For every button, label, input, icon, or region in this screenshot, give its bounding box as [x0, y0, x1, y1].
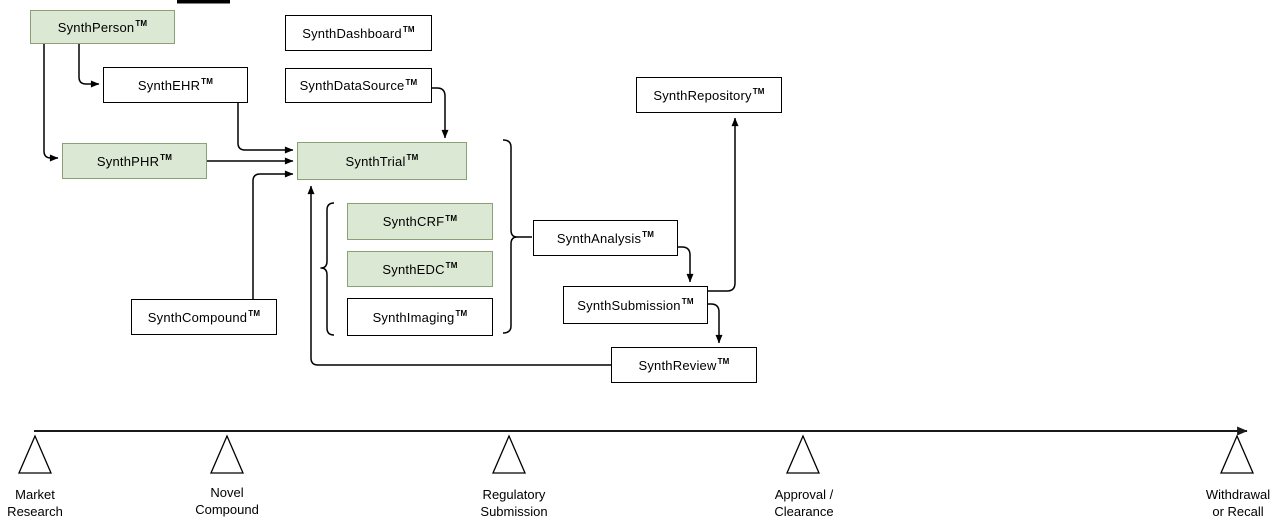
node-synthtrial: SynthTrialTM [297, 142, 467, 180]
milestone-line1: Regulatory [482, 487, 546, 502]
tm-superscript: TM [445, 261, 458, 271]
node-label: SynthEDC [382, 261, 445, 277]
tm-superscript: TM [135, 19, 148, 29]
node-synthehr: SynthEHRTM [103, 67, 248, 103]
timeline-marker-regulatory-submission [492, 434, 526, 474]
tm-superscript: TM [201, 77, 214, 87]
milestone-label-withdrawal-recall: Withdrawal or Recall [1206, 486, 1270, 520]
milestone-line1: Withdrawal [1205, 487, 1271, 502]
edge-synthperson-to-synthehr [78, 44, 100, 88]
milestone-line2: Clearance [774, 504, 834, 519]
node-label: SynthSubmission [577, 297, 681, 313]
node-synthrepository: SynthRepositoryTM [636, 77, 782, 113]
timeline-marker-withdrawal-recall [1220, 434, 1254, 474]
milestone-line2: or Recall [1212, 504, 1264, 519]
milestone-line2: Compound [195, 502, 259, 517]
node-label: SynthAnalysis [556, 230, 642, 246]
timeline [18, 426, 1254, 474]
brace-group-to-synthanalysis [502, 139, 518, 334]
node-synthcompound: SynthCompoundTM [131, 299, 277, 335]
edge-synthsubmission-to-synthreview [708, 303, 723, 344]
brace-group-crf-edc-imaging [320, 202, 335, 336]
timeline-marker-approval-clearance [786, 434, 820, 474]
cropped-shape-top [177, 0, 230, 4]
edge-synthanalysis-to-synthsubmission [678, 246, 694, 283]
tm-superscript: TM [445, 213, 458, 223]
tm-superscript: TM [681, 297, 694, 307]
node-label: SynthDataSource [299, 78, 405, 93]
node-label: SynthDashboard [302, 25, 402, 41]
node-synthdashboard: SynthDashboardTM [285, 15, 432, 51]
node-label: SynthRepository [653, 87, 752, 103]
node-label: SynthTrial [345, 153, 406, 169]
edge-synthsubmission-to-synthrepository [708, 117, 739, 292]
node-label: SynthReview [638, 357, 717, 373]
edge-synthehr-to-synthtrial [237, 103, 294, 154]
node-synthphr: SynthPHRTM [62, 143, 207, 179]
milestone-label-approval-clearance: Approval / Clearance [774, 486, 833, 520]
tm-superscript: TM [642, 230, 655, 240]
node-synthedc: SynthEDCTM [347, 251, 493, 287]
tm-superscript: TM [402, 25, 415, 35]
timeline-marker-novel-compound [210, 434, 244, 474]
tm-superscript: TM [455, 309, 468, 319]
milestone-label-regulatory-submission: Regulatory Submission [480, 486, 547, 520]
node-synthimaging: SynthImagingTM [347, 298, 493, 336]
edge-synthperson-to-synthphr [43, 44, 59, 162]
node-synthcrf: SynthCRFTM [347, 203, 493, 240]
tm-superscript: TM [752, 87, 765, 97]
node-label: SynthPHR [96, 153, 160, 169]
tm-superscript: TM [405, 77, 418, 87]
node-synthreview: SynthReviewTM [611, 347, 757, 383]
timeline-marker-market-research [18, 434, 52, 474]
milestone-line1: Market [15, 487, 55, 502]
edge-synthcompound-to-synthtrial [252, 170, 294, 299]
node-synthperson: SynthPersonTM [30, 10, 175, 44]
node-label: SynthEHR [137, 77, 201, 93]
tm-superscript: TM [717, 357, 730, 367]
tm-superscript: TM [248, 309, 261, 319]
edge-synthdatasource-to-synthtrial [432, 87, 449, 139]
node-label: SynthCompound [147, 309, 248, 325]
milestone-line2: Research [7, 504, 63, 519]
edge-synthreview-to-synthtrial [307, 185, 611, 366]
node-synthdatasource: SynthDataSourceTM [285, 68, 432, 103]
node-label: SynthCRF [382, 214, 445, 229]
milestone-label-novel-compound: Novel Compound [195, 484, 259, 518]
node-synthanalysis: SynthAnalysisTM [533, 220, 678, 256]
node-label: SynthImaging [372, 309, 455, 325]
node-synthsubmission: SynthSubmissionTM [563, 286, 708, 324]
tm-superscript: TM [406, 153, 419, 163]
milestone-label-market-research: Market Research [7, 486, 63, 520]
tm-superscript: TM [160, 153, 173, 163]
milestone-line1: Novel [210, 485, 244, 500]
milestone-line2: Submission [480, 504, 548, 519]
node-label: SynthPerson [57, 19, 135, 35]
milestone-line1: Approval / [774, 487, 834, 502]
